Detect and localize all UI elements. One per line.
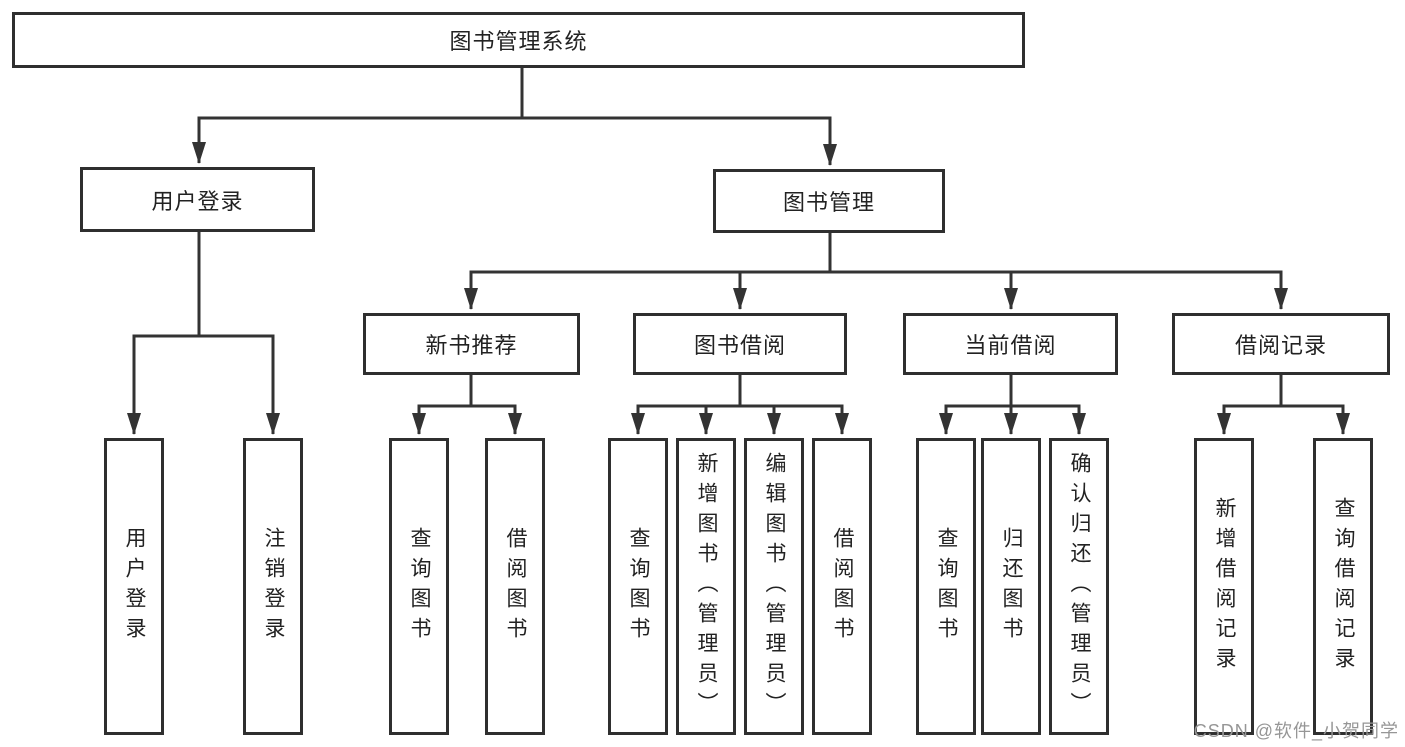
- node-leaf-logout: 注销登录: [243, 438, 303, 735]
- node-leaf-user-login: 用户登录: [104, 438, 164, 735]
- node-leaf-query-books-borrow: 查询图书: [608, 438, 668, 735]
- node-book-borrow: 图书借阅: [633, 313, 847, 375]
- node-leaf-query-borrow-record: 查询借阅记录: [1313, 438, 1373, 735]
- connector-current-borrow: [939, 375, 1086, 435]
- node-leaf-edit-book-admin: 编辑图书（管理员）: [744, 438, 804, 735]
- node-leaf-borrow-books-recommend: 借阅图书: [485, 438, 545, 735]
- node-leaf-confirm-return-admin: 确认归还（管理员）: [1049, 438, 1109, 735]
- node-book-management: 图书管理: [713, 169, 945, 233]
- node-user-login: 用户登录: [80, 167, 315, 232]
- node-current-borrow: 当前借阅: [903, 313, 1118, 375]
- node-new-book-recommend: 新书推荐: [363, 313, 580, 375]
- connector-user-login: [127, 232, 280, 435]
- watermark: CSDN @软件_小贺同学: [1193, 721, 1399, 741]
- node-leaf-return-book: 归还图书: [981, 438, 1041, 735]
- node-root: 图书管理系统: [12, 12, 1025, 68]
- connector-book-management: [464, 233, 1288, 310]
- connector-book-borrow: [631, 375, 849, 435]
- node-leaf-add-book-admin: 新增图书（管理员）: [676, 438, 736, 735]
- node-borrow-records: 借阅记录: [1172, 313, 1390, 375]
- connector-root: [192, 68, 837, 166]
- node-leaf-query-books-recommend: 查询图书: [389, 438, 449, 735]
- node-leaf-add-borrow-record: 新增借阅记录: [1194, 438, 1254, 735]
- node-leaf-query-books-current: 查询图书: [916, 438, 976, 735]
- node-leaf-borrow-books: 借阅图书: [812, 438, 872, 735]
- connector-borrow-records: [1217, 375, 1350, 435]
- connector-new-book-recommend: [412, 375, 522, 435]
